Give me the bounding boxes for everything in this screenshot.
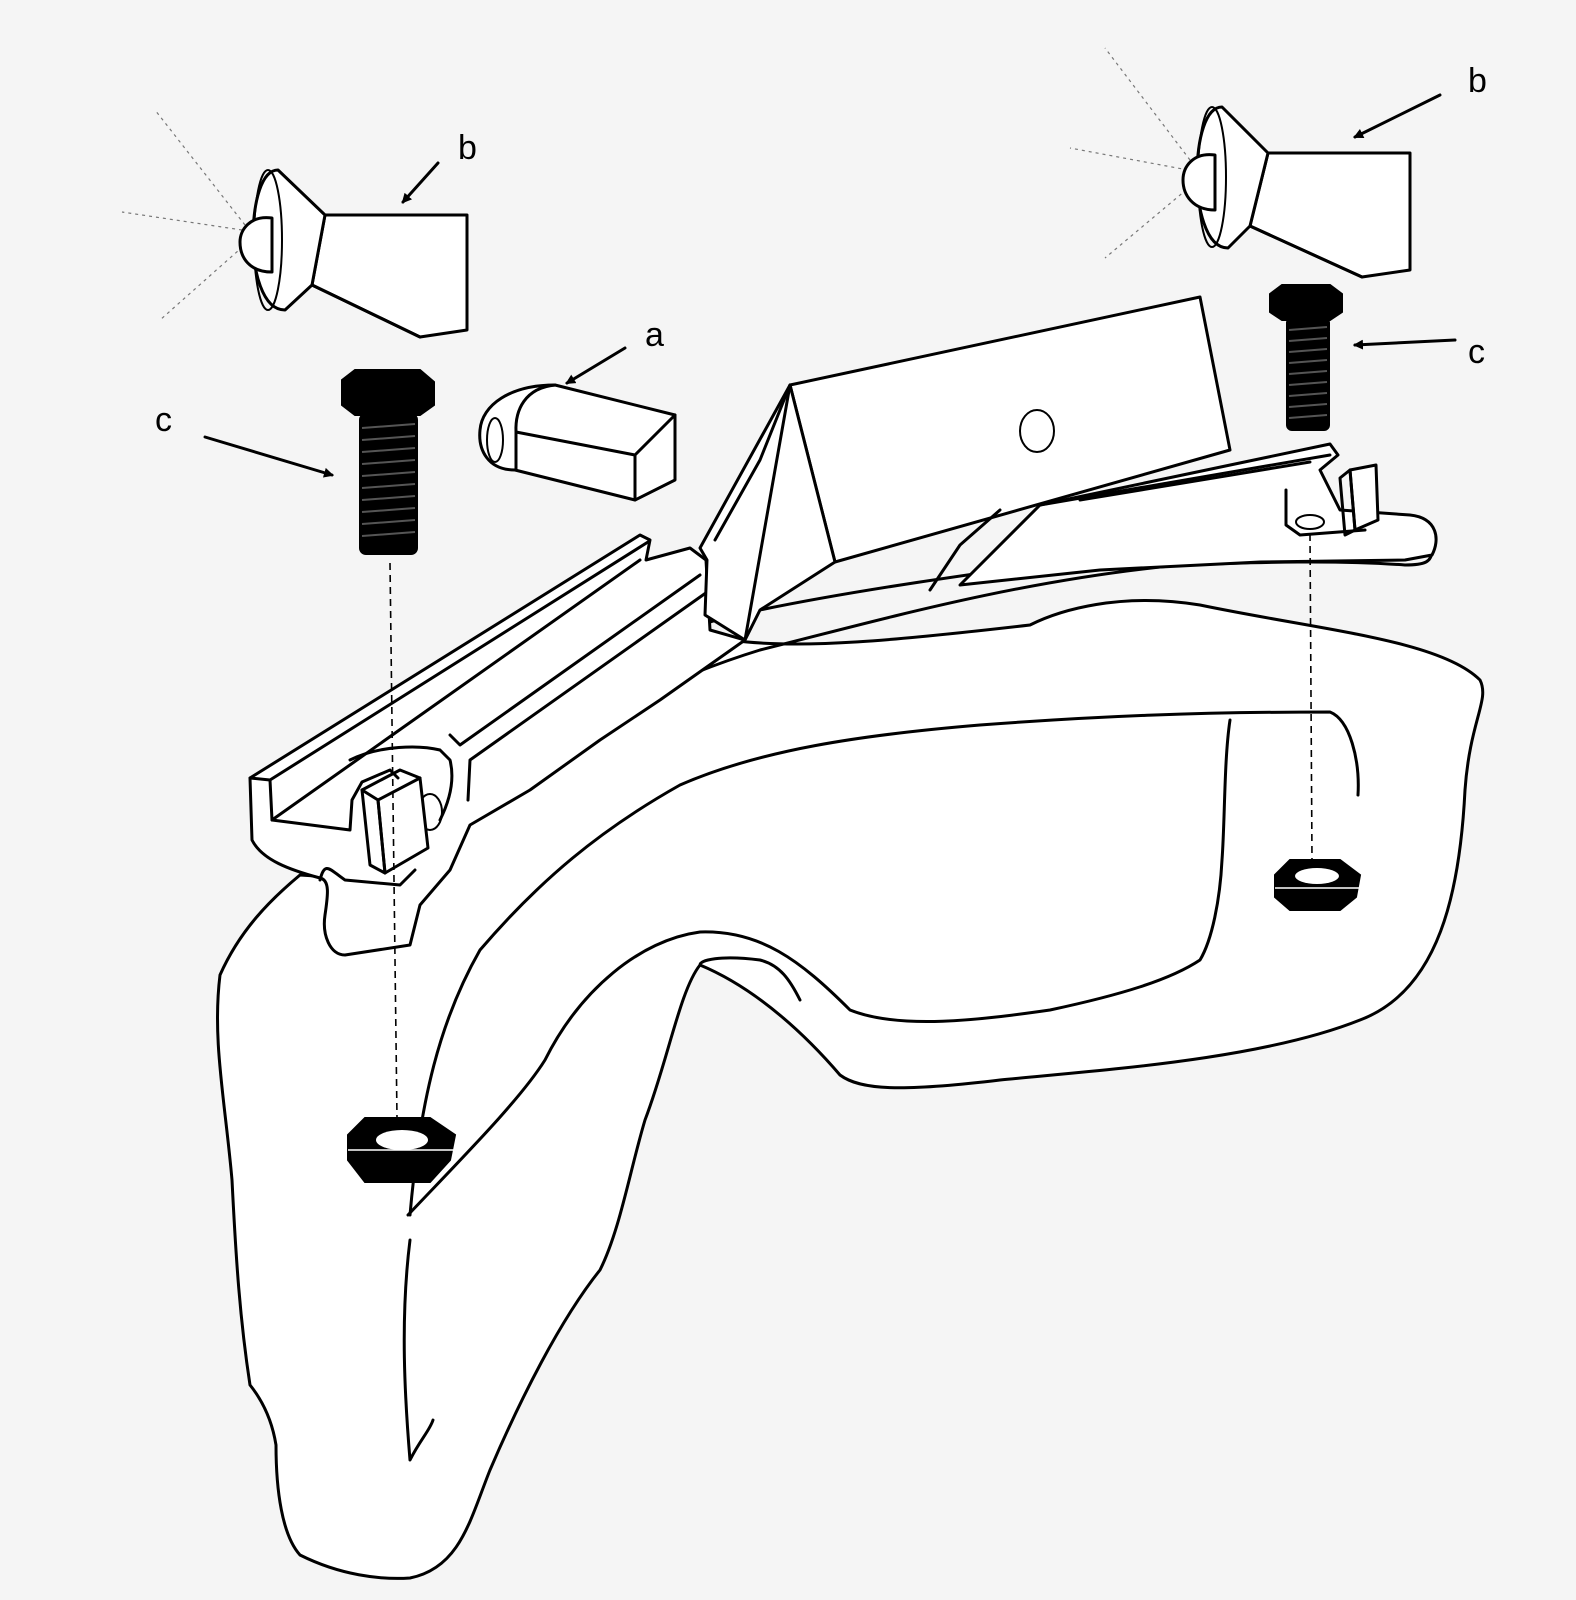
top-prism-block bbox=[698, 295, 1232, 642]
arrow-c-right bbox=[1353, 338, 1457, 350]
cap-part-a bbox=[478, 383, 677, 502]
label-a: a bbox=[645, 316, 664, 354]
assembly-axis-left bbox=[389, 562, 398, 1119]
left-bracket bbox=[248, 533, 747, 957]
block-hole bbox=[1019, 409, 1055, 453]
arrow-c-left bbox=[203, 435, 334, 478]
lamp-bulb bbox=[238, 216, 274, 274]
nut-left bbox=[347, 1117, 457, 1183]
assembly-axis-right bbox=[1309, 533, 1313, 861]
nut-right bbox=[1274, 859, 1362, 911]
lamp-left bbox=[121, 109, 469, 339]
arrow-a bbox=[565, 346, 627, 385]
handle-body bbox=[216, 523, 1485, 1580]
label-b-right: b bbox=[1468, 62, 1487, 100]
lamp-bulb bbox=[1181, 153, 1217, 212]
label-b-left: b bbox=[458, 129, 477, 167]
bolt-right bbox=[1269, 284, 1343, 431]
arrow-b-right bbox=[1353, 93, 1442, 139]
label-c-right: c bbox=[1468, 333, 1485, 371]
right-rail-end bbox=[928, 442, 1438, 592]
lamp-right bbox=[1069, 47, 1412, 279]
label-c-left: c bbox=[155, 401, 172, 439]
bolt-left bbox=[341, 369, 435, 555]
arrow-b-left bbox=[401, 161, 440, 204]
